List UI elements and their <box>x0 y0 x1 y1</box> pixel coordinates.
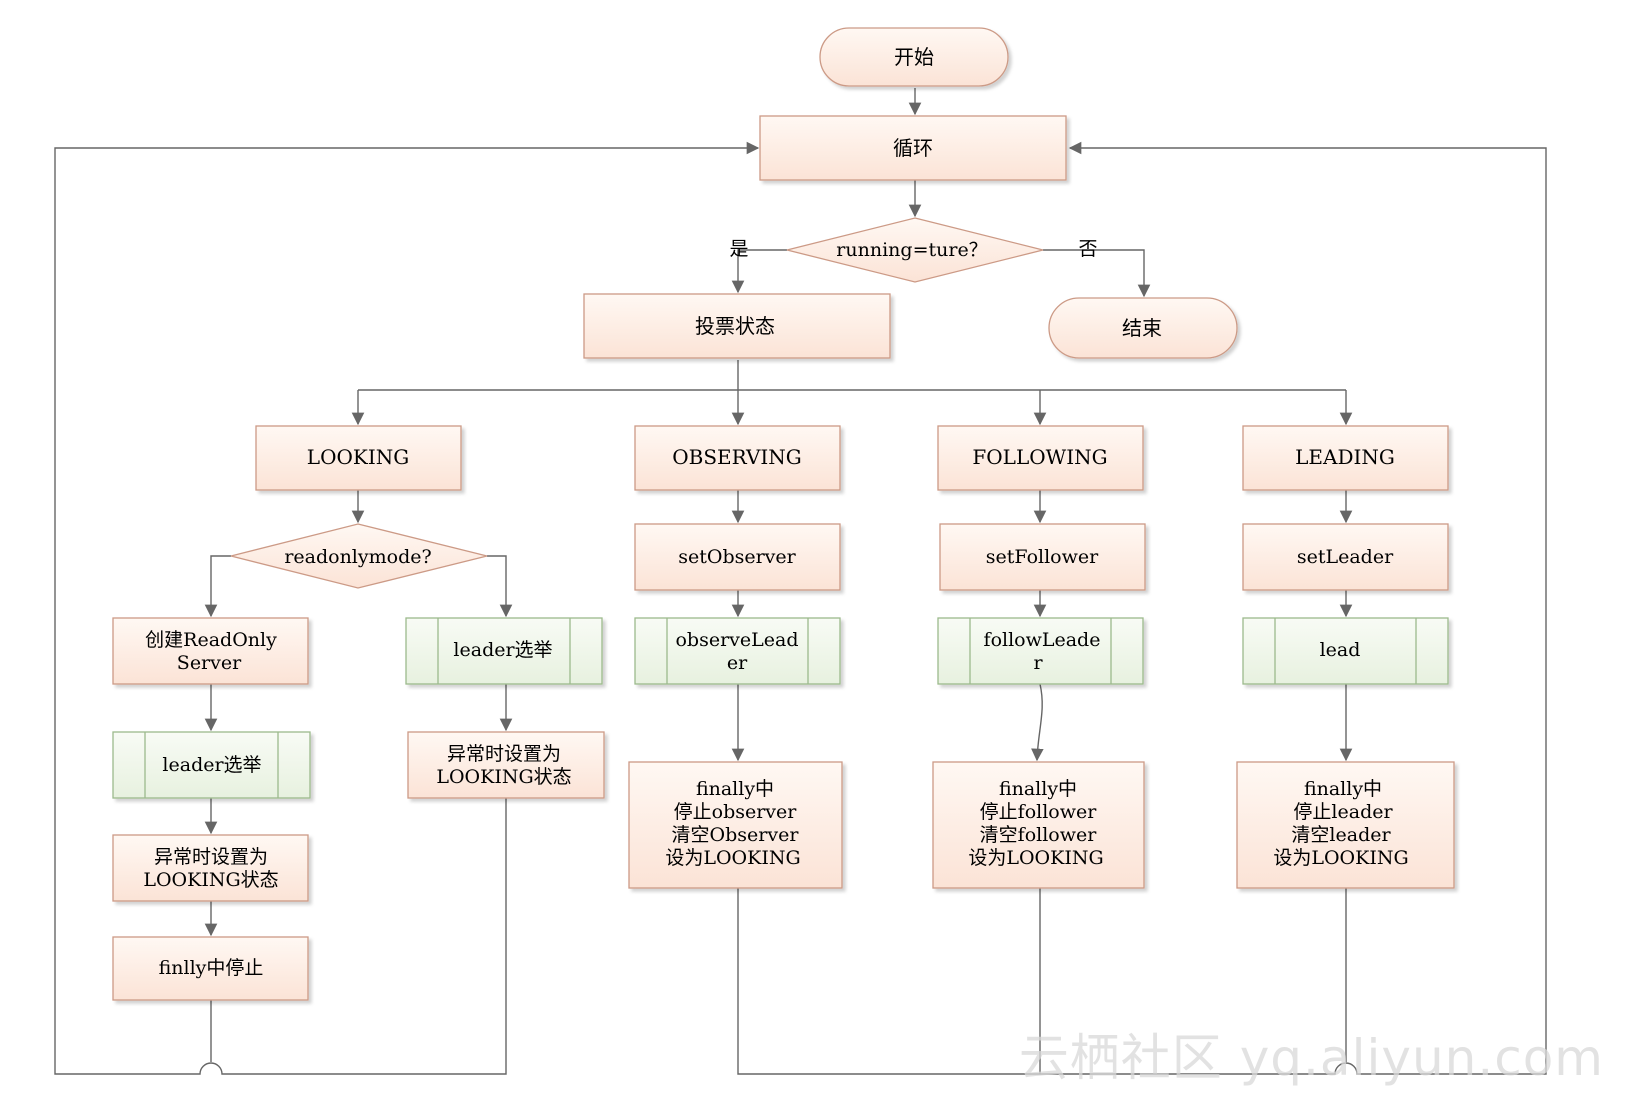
observe-leader-box <box>634 617 841 685</box>
running-decision <box>786 217 1044 283</box>
exception-right-line2: LOOKING状态 <box>436 766 571 788</box>
following-finally-line2: 停止follower <box>980 801 1098 823</box>
vote-state-box <box>583 293 891 359</box>
observing-label: OBSERVING <box>672 445 802 469</box>
following-box <box>937 425 1144 491</box>
running-decision-label: running=ture？ <box>836 239 987 261</box>
election-right-box <box>405 617 603 685</box>
end-terminal <box>1048 297 1238 359</box>
observe-leader-line1: observeLead <box>675 629 798 651</box>
following-finally-line4: 设为LOOKING <box>968 847 1103 869</box>
set-follower-label: setFollower <box>986 546 1099 568</box>
exception-left-box <box>112 834 309 902</box>
loop-box <box>759 115 1067 181</box>
set-leader-box <box>1242 523 1449 591</box>
following-finally-box <box>932 761 1145 889</box>
process-dividers-row1 <box>437 618 1417 684</box>
set-observer-box <box>634 523 841 591</box>
following-label: FOLLOWING <box>972 445 1107 469</box>
set-boxes <box>634 523 1449 591</box>
election-left-box <box>112 731 311 799</box>
no-label: 否 <box>1078 238 1097 260</box>
looking-label: LOOKING <box>307 445 409 469</box>
lead-label: lead <box>1320 639 1361 661</box>
observing-finally-line4: 设为LOOKING <box>665 847 800 869</box>
loop-label: 循环 <box>893 136 933 160</box>
leading-finally-line4: 设为LOOKING <box>1273 847 1408 869</box>
set-follower-box <box>939 523 1146 591</box>
edge-no <box>1043 249 1151 298</box>
start-terminal <box>819 27 1009 87</box>
looking-box <box>255 425 462 491</box>
leading-finally-line3: 清空leader <box>1291 824 1391 846</box>
election-right-label: leader选举 <box>453 639 552 661</box>
election-left-label: leader选举 <box>162 754 261 776</box>
set-observer-label: setObserver <box>678 546 796 568</box>
follow-leader-box <box>937 617 1144 685</box>
exception-left-line2: LOOKING状态 <box>143 869 278 891</box>
end-label: 结束 <box>1122 316 1162 340</box>
exception-left-line1: 异常时设置为 <box>154 846 268 868</box>
leading-finally-line1: finally中 <box>1304 778 1382 800</box>
observe-leader-line2: er <box>727 652 748 674</box>
watermark: 云栖社区 yq.aliyun.com <box>1018 1029 1604 1087</box>
following-finally-line3: 清空follower <box>980 824 1098 846</box>
edge-readonly-create <box>204 555 231 618</box>
edge-readonly-election <box>487 555 513 618</box>
exception-right-box <box>407 731 605 799</box>
create-server-line1: 创建ReadOnly <box>145 629 277 651</box>
yes-label: 是 <box>729 238 748 260</box>
observing-finally-line2: 停止observer <box>674 801 798 823</box>
set-leader-label: setLeader <box>1297 546 1394 568</box>
readonly-decision <box>230 523 488 589</box>
following-finally-line1: finally中 <box>999 778 1077 800</box>
edge-following-finally <box>1031 683 1044 762</box>
leading-finally-box <box>1236 761 1455 889</box>
election-left-dividers <box>144 732 279 798</box>
lead-box <box>1242 617 1449 685</box>
process-boxes-row1 <box>405 617 1449 685</box>
edge-observing-down <box>737 888 1040 1075</box>
leading-label: LEADING <box>1295 445 1395 469</box>
follow-leader-line2: r <box>1033 652 1043 674</box>
finally-stop-label: finlly中停止 <box>159 957 264 979</box>
leading-box <box>1242 425 1449 491</box>
finally-boxes <box>628 761 1455 889</box>
readonly-decision-label: readonlymode? <box>284 546 431 568</box>
leading-finally-line2: 停止leader <box>1293 801 1393 823</box>
observing-finally-box <box>628 761 843 889</box>
vote-state-label: 投票状态 <box>695 314 775 338</box>
state-boxes <box>255 425 1449 491</box>
observing-finally-line1: finally中 <box>696 778 774 800</box>
follow-leader-line1: followLeade <box>984 629 1101 651</box>
create-server-line2: Server <box>177 652 242 674</box>
edge-loop-back-left <box>54 141 760 1075</box>
finally-stop-box <box>112 936 309 1001</box>
edge-loop-back-right <box>1040 141 1547 1075</box>
create-server-box <box>112 617 309 685</box>
observing-box <box>634 425 841 491</box>
finally-texts: finally中 停止observer 清空Observer 设为LOOKING… <box>665 778 1408 869</box>
edge-yes <box>731 249 787 294</box>
start-label: 开始 <box>894 45 934 69</box>
observing-finally-line3: 清空Observer <box>672 824 800 846</box>
exception-right-line1: 异常时设置为 <box>447 743 561 765</box>
connectors <box>54 88 1547 1075</box>
